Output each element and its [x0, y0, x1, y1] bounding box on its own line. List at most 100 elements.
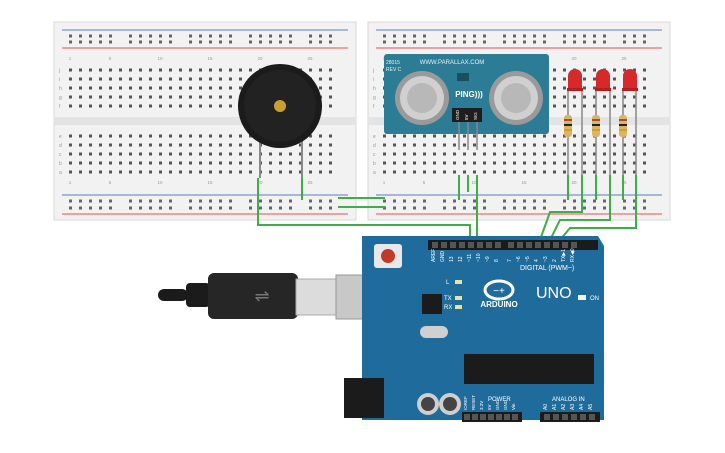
- rail-hole[interactable]: [189, 206, 192, 210]
- rail-hole[interactable]: [403, 34, 406, 38]
- terminal-hole[interactable]: [463, 134, 466, 138]
- terminal-hole[interactable]: [209, 86, 212, 90]
- terminal-hole[interactable]: [129, 86, 132, 90]
- rail-hole[interactable]: [319, 40, 322, 44]
- terminal-hole[interactable]: [309, 152, 312, 156]
- rail-hole[interactable]: [199, 34, 202, 38]
- terminal-hole[interactable]: [383, 143, 386, 147]
- terminal-hole[interactable]: [643, 86, 646, 90]
- terminal-hole[interactable]: [159, 134, 162, 138]
- terminal-hole[interactable]: [189, 161, 192, 165]
- terminal-hole[interactable]: [219, 170, 222, 174]
- terminal-hole[interactable]: [189, 68, 192, 72]
- terminal-hole[interactable]: [129, 95, 132, 99]
- terminal-hole[interactable]: [603, 152, 606, 156]
- terminal-hole[interactable]: [309, 68, 312, 72]
- terminal-hole[interactable]: [209, 161, 212, 165]
- rail-hole[interactable]: [79, 40, 82, 44]
- terminal-hole[interactable]: [413, 143, 416, 147]
- rail-hole[interactable]: [129, 40, 132, 44]
- terminal-hole[interactable]: [69, 161, 72, 165]
- rail-hole[interactable]: [249, 199, 252, 203]
- terminal-hole[interactable]: [109, 95, 112, 99]
- terminal-hole[interactable]: [109, 68, 112, 72]
- terminal-hole[interactable]: [129, 152, 132, 156]
- terminal-hole[interactable]: [229, 161, 232, 165]
- terminal-hole[interactable]: [563, 104, 566, 108]
- rail-hole[interactable]: [229, 206, 232, 210]
- terminal-hole[interactable]: [403, 134, 406, 138]
- terminal-hole[interactable]: [613, 152, 616, 156]
- rail-hole[interactable]: [623, 40, 626, 44]
- terminal-hole[interactable]: [169, 77, 172, 81]
- red-led[interactable]: [623, 69, 637, 90]
- rail-hole[interactable]: [259, 206, 262, 210]
- rail-hole[interactable]: [453, 206, 456, 210]
- rail-hole[interactable]: [99, 206, 102, 210]
- rail-hole[interactable]: [443, 40, 446, 44]
- terminal-hole[interactable]: [583, 68, 586, 72]
- terminal-hole[interactable]: [89, 143, 92, 147]
- wire-led2[interactable]: [549, 175, 611, 241]
- terminal-hole[interactable]: [109, 134, 112, 138]
- terminal-hole[interactable]: [139, 95, 142, 99]
- rail-hole[interactable]: [69, 206, 72, 210]
- terminal-hole[interactable]: [89, 161, 92, 165]
- terminal-hole[interactable]: [169, 95, 172, 99]
- analog-header-pin[interactable]: [580, 414, 586, 420]
- rail-hole[interactable]: [643, 206, 646, 210]
- rail-hole[interactable]: [513, 206, 516, 210]
- red-led[interactable]: [596, 69, 610, 90]
- rail-hole[interactable]: [483, 199, 486, 203]
- rail-hole[interactable]: [169, 199, 172, 203]
- terminal-hole[interactable]: [129, 104, 132, 108]
- terminal-hole[interactable]: [239, 152, 242, 156]
- piezo-buzzer[interactable]: [238, 64, 322, 178]
- terminal-hole[interactable]: [69, 134, 72, 138]
- terminal-hole[interactable]: [199, 104, 202, 108]
- terminal-hole[interactable]: [279, 161, 282, 165]
- rail-hole[interactable]: [413, 40, 416, 44]
- terminal-hole[interactable]: [69, 104, 72, 108]
- terminal-hole[interactable]: [139, 104, 142, 108]
- terminal-hole[interactable]: [79, 68, 82, 72]
- terminal-hole[interactable]: [119, 86, 122, 90]
- terminal-hole[interactable]: [239, 68, 242, 72]
- terminal-hole[interactable]: [329, 170, 332, 174]
- rail-hole[interactable]: [443, 199, 446, 203]
- terminal-hole[interactable]: [543, 152, 546, 156]
- terminal-hole[interactable]: [613, 68, 616, 72]
- rail-hole[interactable]: [249, 34, 252, 38]
- terminal-hole[interactable]: [403, 170, 406, 174]
- rail-hole[interactable]: [453, 199, 456, 203]
- rail-hole[interactable]: [603, 206, 606, 210]
- terminal-hole[interactable]: [563, 152, 566, 156]
- red-led[interactable]: [568, 69, 582, 90]
- terminal-hole[interactable]: [179, 86, 182, 90]
- terminal-hole[interactable]: [329, 104, 332, 108]
- terminal-hole[interactable]: [69, 95, 72, 99]
- rail-hole[interactable]: [403, 199, 406, 203]
- terminal-hole[interactable]: [109, 143, 112, 147]
- rail-hole[interactable]: [593, 34, 596, 38]
- terminal-hole[interactable]: [573, 134, 576, 138]
- terminal-hole[interactable]: [319, 68, 322, 72]
- rail-hole[interactable]: [623, 199, 626, 203]
- rail-hole[interactable]: [573, 199, 576, 203]
- terminal-hole[interactable]: [249, 161, 252, 165]
- terminal-hole[interactable]: [643, 152, 646, 156]
- analog-header-pin[interactable]: [571, 414, 577, 420]
- terminal-hole[interactable]: [169, 86, 172, 90]
- terminal-hole[interactable]: [119, 143, 122, 147]
- terminal-hole[interactable]: [109, 86, 112, 90]
- terminal-hole[interactable]: [219, 68, 222, 72]
- rail-hole[interactable]: [309, 34, 312, 38]
- rail-hole[interactable]: [249, 40, 252, 44]
- terminal-hole[interactable]: [269, 152, 272, 156]
- rail-hole[interactable]: [533, 206, 536, 210]
- terminal-hole[interactable]: [289, 170, 292, 174]
- terminal-hole[interactable]: [229, 86, 232, 90]
- rail-hole[interactable]: [109, 34, 112, 38]
- terminal-hole[interactable]: [493, 161, 496, 165]
- rail-hole[interactable]: [503, 199, 506, 203]
